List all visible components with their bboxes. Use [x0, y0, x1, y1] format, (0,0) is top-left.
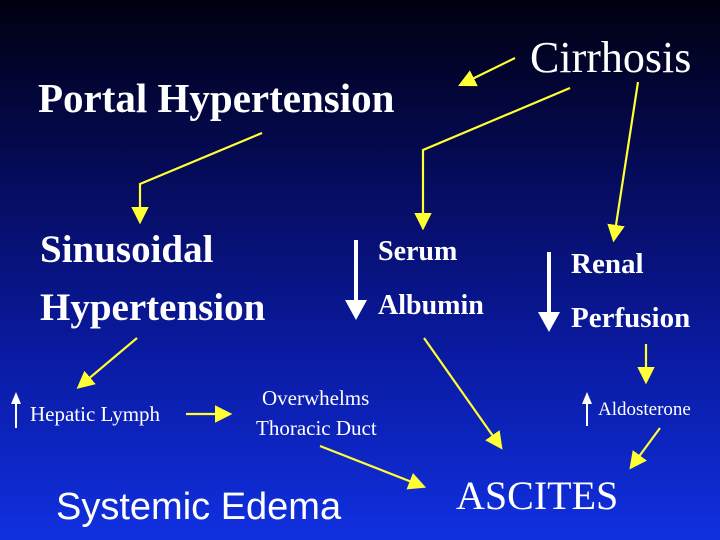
renal-label-line2: Perfusion	[571, 302, 691, 334]
arrow-sinusoidal-to-lymph	[76, 337, 138, 389]
hepatic-lymph-label: Hepatic Lymph	[30, 402, 161, 426]
arrow-cirrhosis-to-renal	[607, 81, 640, 243]
systemic-edema-label: Systemic Edema	[56, 486, 342, 528]
arrow-aldosterone-to-ascites	[629, 427, 661, 470]
arrow-cirrhosis-to-serum	[414, 86, 571, 231]
renal-label-line1: Renal	[571, 248, 644, 280]
serum-label-line1: Serum	[378, 236, 458, 267]
portal-hypertension-label: Portal Hypertension	[38, 75, 395, 121]
arrow-portal-to-sinusoidal	[131, 131, 263, 225]
serum-decrease-arrow-icon	[345, 240, 367, 320]
aldosterone-increase-arrow-icon	[582, 392, 592, 426]
cirrhosis-label: Cirrhosis	[530, 33, 692, 82]
sinusoidal-label-line2: Hypertension	[40, 286, 266, 329]
renal-decrease-arrow-icon	[538, 252, 560, 332]
overwhelms-label-line1: Overwhelms	[262, 386, 370, 410]
overwhelms-label-line2: Thoracic Duct	[256, 416, 377, 440]
sinusoidal-label-line1: Sinusoidal	[40, 228, 214, 271]
arrow-cirrhosis-to-portal	[458, 57, 516, 87]
arrow-serum-to-ascites	[423, 337, 503, 450]
arrow-overwhelms-to-ascites	[319, 444, 427, 490]
serum-label-line2: Albumin	[378, 290, 484, 321]
aldosterone-label: Aldosterone	[598, 399, 691, 420]
hepatic-lymph-increase-arrow-icon	[11, 392, 21, 428]
ascites-label: ASCITES	[456, 473, 619, 518]
